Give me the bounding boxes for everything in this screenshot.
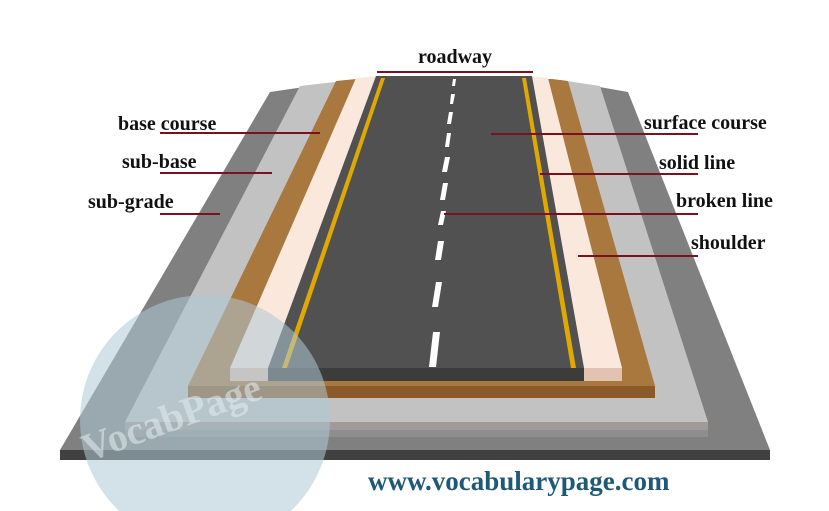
- label-shoulder: shoulder: [691, 232, 766, 254]
- leader-lines: [160, 71, 698, 257]
- surface-course-layer: [268, 76, 584, 381]
- solid-line-markings: [282, 78, 576, 368]
- website-url: www.vocabularypage.com: [368, 466, 670, 496]
- watermark-circle: [80, 295, 330, 511]
- label-base-course: base course: [118, 113, 216, 135]
- watermark: VocabPage: [76, 295, 330, 511]
- label-sub-base: sub-base: [122, 151, 197, 173]
- label-surface-course: surface course: [644, 112, 767, 134]
- broken-line-markings: [429, 79, 456, 367]
- label-solid-line: solid line: [659, 152, 735, 174]
- label-sub-grade: sub-grade: [88, 191, 174, 213]
- label-roadway: roadway: [418, 46, 492, 68]
- label-broken-line: broken line: [676, 190, 773, 212]
